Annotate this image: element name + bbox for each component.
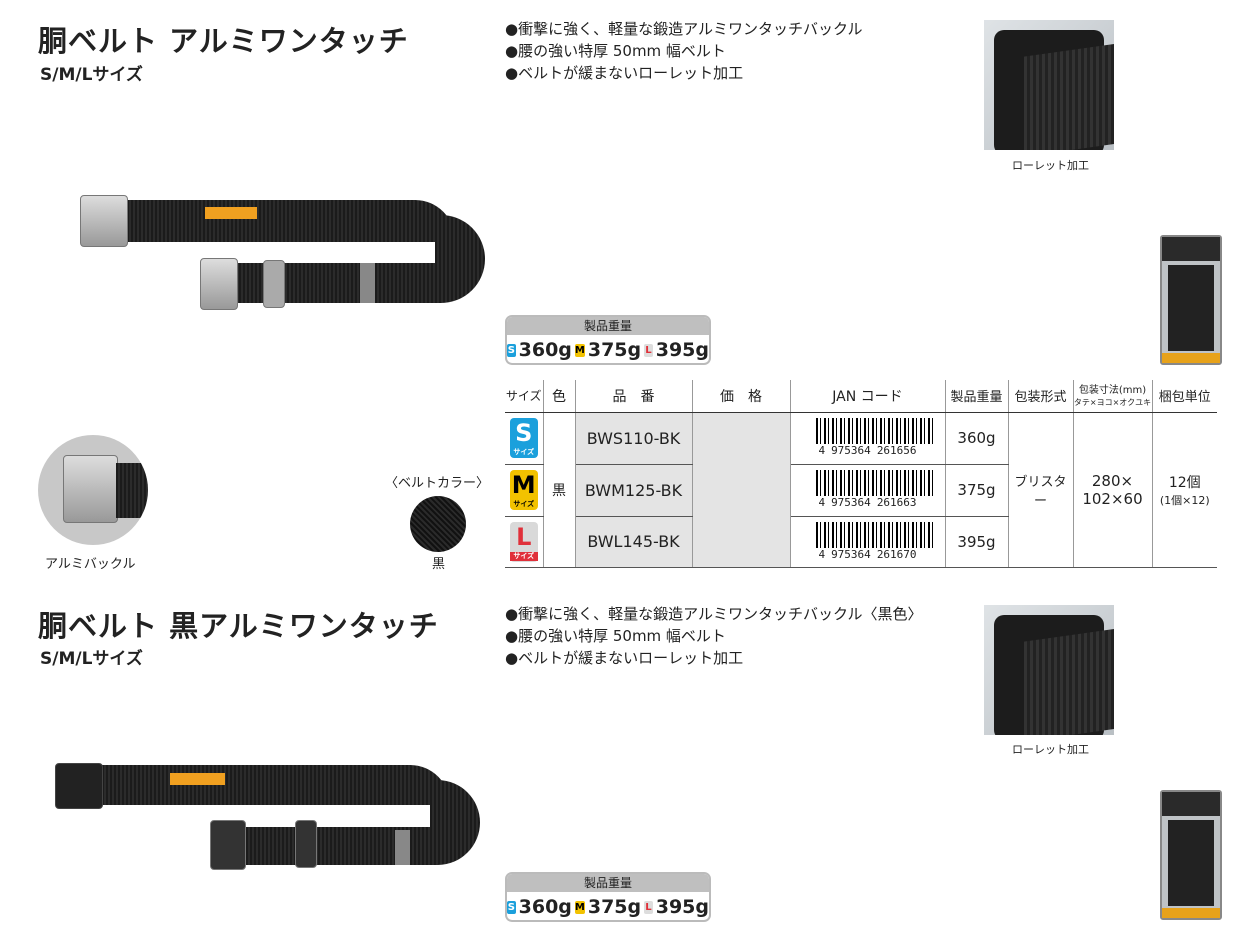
- feature-item: ●衝撃に強く、軽量な鍛造アルミワンタッチバックル〈黒色〉: [505, 605, 923, 623]
- belt-color-label: 〈ベルトカラー〉: [385, 476, 490, 491]
- size-l-icon: L: [644, 900, 653, 914]
- weight-label: 製品重量: [507, 874, 709, 892]
- dims-header-main: 包装寸法(mm): [1078, 384, 1147, 396]
- barcode-bars: [815, 418, 934, 444]
- header-color: 色: [543, 380, 576, 413]
- product-subtitle-2: S/M/Lサイズ: [40, 649, 143, 669]
- belt-color-swatch: [410, 496, 466, 552]
- feature-item: ●ベルトが緩まないローレット加工: [505, 64, 744, 82]
- unit-cell: 12個(1個×12): [1152, 412, 1217, 568]
- header-part: 品 番: [575, 380, 693, 413]
- weight-cell: 395g: [945, 516, 1009, 568]
- color-cell: 黒: [543, 412, 576, 568]
- package-image-2: [1160, 790, 1222, 920]
- product-subtitle-1: S/M/Lサイズ: [40, 65, 143, 85]
- product-title-1: 胴ベルト アルミワンタッチ: [38, 24, 409, 58]
- weight-s: 360g: [518, 896, 572, 918]
- part-number: BWL145-BK: [575, 516, 693, 568]
- belt-image-1: [75, 185, 495, 310]
- header-weight: 製品重量: [945, 380, 1009, 413]
- barcode-bars: [815, 521, 934, 548]
- package-image-1: [1160, 235, 1222, 365]
- weight-l: 395g: [655, 896, 709, 918]
- weight-cell: 360g: [945, 412, 1009, 465]
- dims-cell: 280×102×60: [1073, 412, 1153, 568]
- product-title-2: 胴ベルト 黒アルミワンタッチ: [38, 609, 439, 643]
- packaging-cell: ブリスター: [1008, 412, 1074, 568]
- price-cell: [692, 412, 791, 568]
- feature-item: ●腰の強い特厚 50mm 幅ベルト: [505, 627, 726, 645]
- photo-caption-1: ローレット加工: [1012, 159, 1089, 172]
- header-jan: JAN コード: [790, 380, 946, 413]
- weight-label: 製品重量: [507, 317, 709, 335]
- weight-m: 375g: [587, 339, 642, 361]
- feature-item: ●衝撃に強く、軽量な鍛造アルミワンタッチバックル: [505, 20, 863, 38]
- product-table: サイズ 色 品 番 価 格 JAN コード 製品重量 包装形式 包装寸法(mm)…: [505, 380, 1217, 568]
- header-unit: 梱包単位: [1152, 380, 1217, 413]
- header-size: サイズ: [505, 380, 544, 413]
- weight-l: 395g: [655, 339, 709, 361]
- size-s-icon: S: [507, 900, 516, 914]
- feature-list-2: ●衝撃に強く、軽量な鍛造アルミワンタッチバックル〈黒色〉 ●腰の強い特厚 50m…: [505, 603, 923, 669]
- feature-item: ●腰の強い特厚 50mm 幅ベルト: [505, 42, 726, 60]
- header-packaging: 包装形式: [1008, 380, 1074, 413]
- part-number: BWM125-BK: [575, 464, 693, 517]
- header-price: 価 格: [692, 380, 791, 413]
- part-number: BWS110-BK: [575, 412, 693, 465]
- table-header: サイズ 色 品 番 価 格 JAN コード 製品重量 包装形式 包装寸法(mm)…: [505, 380, 1217, 413]
- belt-color-name: 黒: [432, 557, 446, 572]
- feature-item: ●ベルトが緩まないローレット加工: [505, 649, 744, 667]
- photo-caption-2: ローレット加工: [1012, 743, 1089, 756]
- knurling-photo-2: [984, 605, 1114, 735]
- barcode-bars: [815, 470, 934, 496]
- header-dims: 包装寸法(mm)タテ×ヨコ×オクユキ: [1073, 380, 1153, 413]
- size-m-icon: M: [574, 343, 585, 357]
- belt-image-2: [50, 755, 495, 875]
- buckle-caption: アルミバックル: [45, 557, 136, 572]
- size-s-icon: S: [507, 343, 516, 357]
- weight-s: 360g: [518, 339, 572, 361]
- dims-header-sub: タテ×ヨコ×オクユキ: [1073, 397, 1152, 407]
- aluminum-buckle-photo: [38, 435, 148, 545]
- feature-list-1: ●衝撃に強く、軽量な鍛造アルミワンタッチバックル ●腰の強い特厚 50mm 幅ベ…: [505, 18, 863, 84]
- weight-m: 375g: [587, 896, 642, 918]
- size-l-icon: L: [644, 343, 653, 357]
- size-m-icon: M: [574, 900, 585, 914]
- weight-cell: 375g: [945, 464, 1009, 517]
- knurling-photo-1: [984, 20, 1114, 150]
